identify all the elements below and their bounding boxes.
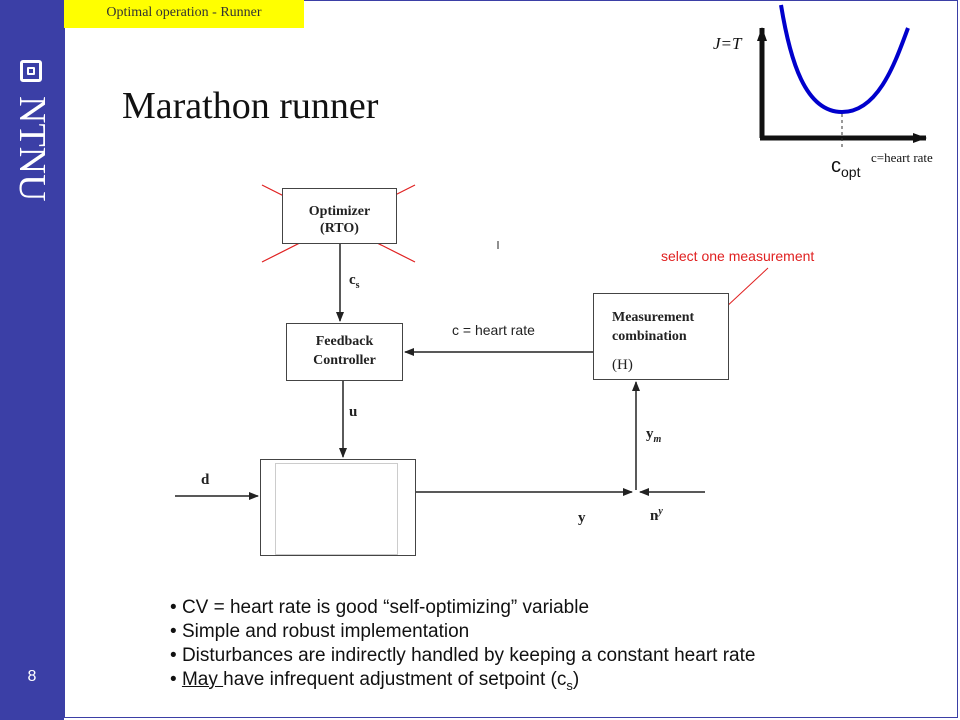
cost-curve-line: [779, 4, 910, 115]
curve-x-label: c=heart rate: [871, 150, 933, 165]
runner-figure-frame: [275, 463, 398, 555]
c-heart-rate-label: c = heart rate: [452, 322, 535, 338]
optimizer-line2: (RTO): [320, 221, 359, 236]
label-cs: cs: [349, 272, 360, 291]
bullet-item: • CV = heart rate is good “self-optimizi…: [170, 597, 590, 618]
ntnu-logo-text: NTNU: [11, 96, 53, 202]
bullet-item: • Disturbances are indirectly handled by…: [170, 645, 756, 666]
feedback-controller-block: Feedback Controller: [286, 323, 403, 381]
bullet-list: • CV = heart rate is good “self-optimizi…: [170, 596, 755, 698]
ntnu-logo-icon: [20, 60, 42, 82]
header-tab: Optimal operation - Runner: [64, 0, 304, 28]
label-ym: ym: [646, 426, 662, 445]
measurement-line2: combination: [612, 329, 687, 344]
select-measurement-annotation: select one measurement: [661, 248, 815, 264]
measurement-combination-block: Measurement combination (H): [593, 293, 729, 380]
copt-label: copt: [831, 155, 861, 180]
plant-block: [260, 459, 416, 556]
feedback-line2: Controller: [313, 353, 376, 368]
label-y: y: [578, 510, 586, 526]
measurement-h: (H): [612, 357, 633, 373]
measurement-line1: Measurement: [612, 310, 695, 325]
cost-curve-plot: [757, 4, 927, 150]
optimizer-block: Optimizer (RTO): [282, 188, 397, 244]
label-u: u: [349, 404, 358, 420]
slide-frame: [64, 0, 958, 718]
bullet-item: • May have infrequent adjustment of setp…: [170, 669, 580, 693]
page-number: 8: [27, 668, 37, 685]
optimizer-line1: Optimizer: [308, 204, 371, 219]
bullet-item: • Simple and robust implementation: [170, 621, 470, 642]
label-d: d: [201, 472, 210, 488]
ntnu-sidebar: NTNU 8: [0, 0, 64, 720]
label-ny: ny: [650, 506, 663, 524]
slide-title: Marathon runner: [122, 85, 379, 127]
curve-y-label: J=T: [713, 34, 742, 53]
feedback-line1: Feedback: [315, 334, 374, 349]
